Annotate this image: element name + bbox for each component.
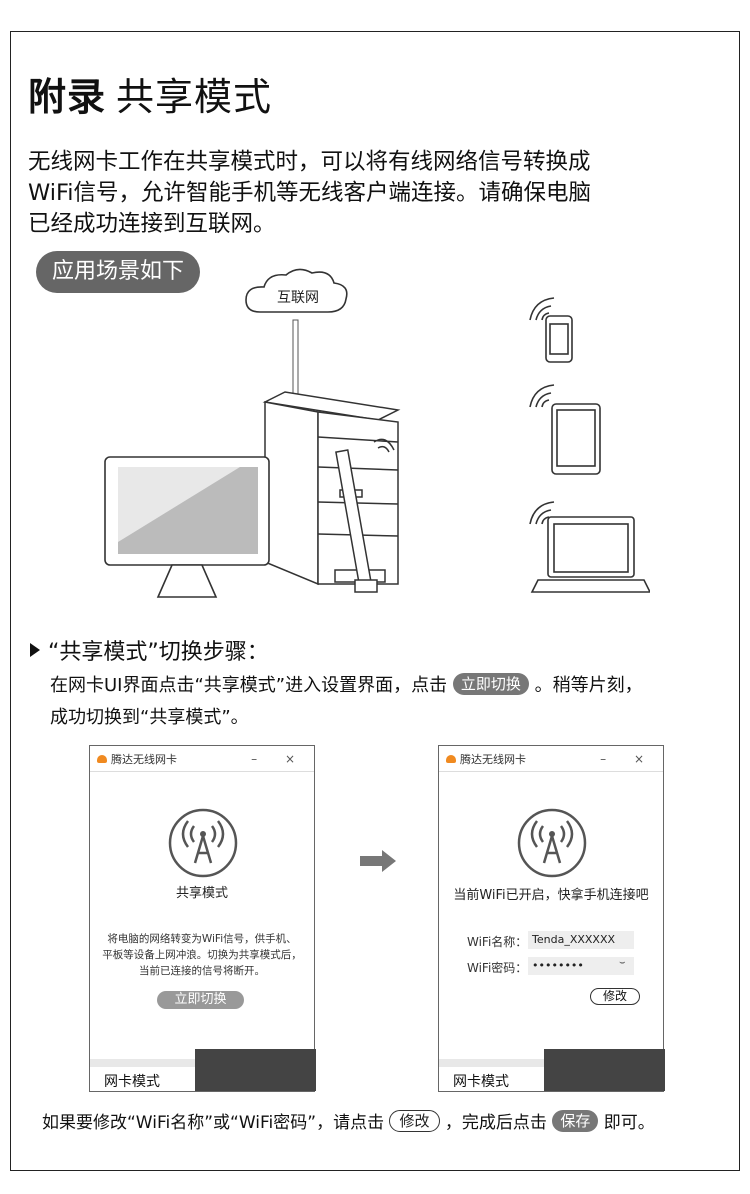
- tablet-icon: [529, 384, 601, 475]
- switch-now-button[interactable]: 立即切换: [157, 991, 244, 1009]
- window-controls[interactable]: – ×: [600, 751, 656, 766]
- switch-now-label: 立即切换: [452, 673, 529, 695]
- window-bottom-tabs: 网卡模式: [439, 1049, 665, 1091]
- page-title: 附录共享模式: [28, 66, 272, 121]
- bullet-triangle-icon: [30, 643, 40, 657]
- edit-label: 修改: [389, 1110, 440, 1132]
- internet-cloud-icon: [245, 268, 348, 313]
- share-mode-heading: 共享模式: [175, 886, 228, 901]
- tab-card-mode[interactable]: 网卡模式: [453, 1074, 509, 1090]
- window-share-enabled: 腾达无线网卡 – × 当前WiFi已开启，快拿手机连接吧 WiFi名称： Ten…: [438, 745, 665, 1092]
- title-bold: 附录: [28, 75, 107, 119]
- intro-line: WiFi信号，允许智能手机等无线客户端连接。请确保电脑: [28, 180, 592, 206]
- eye-icon[interactable]: ⌣: [619, 957, 626, 968]
- edit-button[interactable]: 修改: [590, 988, 640, 1005]
- tab-card-mode[interactable]: 网卡模式: [104, 1074, 160, 1090]
- window-share-mode: 腾达无线网卡 – × 共享模式 将电脑的网络转变为WiFi信号，供手机、 平板等…: [89, 745, 316, 1092]
- window-titlebar: 腾达无线网卡 – ×: [439, 746, 663, 772]
- intro-paragraph: 无线网卡工作在共享模式时，可以将有线网络信号转换成 WiFi信号，允许智能手机等…: [28, 147, 728, 240]
- laptop-icon: [529, 501, 650, 593]
- password-value: ••••••••: [532, 959, 584, 972]
- usb-adapter-icon: [335, 438, 395, 593]
- ssid-label: WiFi名称：: [467, 935, 528, 949]
- tab-strip: [90, 1059, 195, 1067]
- right-arrow-icon: [360, 850, 396, 872]
- scene-illustration: 互联网: [104, 268, 650, 598]
- save-label: 保存: [552, 1110, 599, 1132]
- desktop-tower-icon: [262, 391, 401, 586]
- window-title: 腾达无线网卡: [460, 752, 526, 766]
- steps-line1-pre: 在网卡UI界面点击“共享模式”进入设置界面，点击: [50, 675, 448, 696]
- steps-line1-post: 。稍等片刻，: [534, 675, 643, 696]
- intro-line: 已经成功连接到互联网。: [28, 211, 276, 237]
- steps-line2: 成功切换到“共享模式”。: [50, 707, 249, 728]
- wifi-enabled-heading: 当前WiFi已开启，快拿手机连接吧: [453, 888, 649, 903]
- window-bottom-tabs: 网卡模式: [90, 1049, 316, 1091]
- tab-share-mode[interactable]: [195, 1049, 316, 1091]
- note-line: 当前已连接的信号将断开。: [139, 965, 265, 977]
- cloud-label: 互联网: [277, 290, 319, 306]
- steps-line: 在网卡UI界面点击“共享模式”进入设置界面，点击 立即切换 。稍等片刻，: [50, 670, 643, 702]
- tenda-logo-icon: [97, 754, 107, 763]
- antenna-icon: [168, 808, 238, 878]
- footer-pre: 如果要修改“WiFi名称”或“WiFi密码”，请点击: [42, 1113, 385, 1133]
- footer-mid: ，完成后点击: [444, 1113, 547, 1133]
- monitor-icon: [104, 456, 270, 598]
- ssid-input[interactable]: Tenda_XXXXXX: [528, 931, 634, 949]
- steps-heading-text: “共享模式”切换步骤：: [48, 640, 269, 665]
- title-rest: 共享模式: [116, 75, 273, 119]
- window-controls[interactable]: – ×: [251, 751, 307, 766]
- tab-strip: [439, 1059, 544, 1067]
- steps-heading: “共享模式”切换步骤：: [30, 634, 269, 666]
- page-frame: [10, 31, 740, 1171]
- password-input[interactable]: ••••••••: [528, 957, 634, 975]
- phone-icon: [529, 297, 573, 363]
- antenna-icon: [517, 808, 587, 878]
- tab-share-mode[interactable]: [544, 1049, 665, 1091]
- footer-note: 如果要修改“WiFi名称”或“WiFi密码”，请点击 修改 ，完成后点击 保存 …: [42, 1108, 655, 1133]
- scene-badge: 应用场景如下: [36, 251, 201, 293]
- note-line: 平板等设备上网冲浪。切换为共享模式后，: [102, 949, 302, 961]
- window-titlebar: 腾达无线网卡 – ×: [90, 746, 314, 772]
- intro-line: 无线网卡工作在共享模式时，可以将有线网络信号转换成: [28, 149, 591, 175]
- footer-post: 即可。: [603, 1113, 655, 1133]
- note-line: 将电脑的网络转变为WiFi信号，供手机、: [107, 933, 297, 945]
- password-label: WiFi密码：: [467, 961, 528, 975]
- window-title: 腾达无线网卡: [111, 752, 177, 766]
- share-mode-note: 将电脑的网络转变为WiFi信号，供手机、 平板等设备上网冲浪。切换为共享模式后，…: [90, 931, 314, 979]
- steps-text: 在网卡UI界面点击“共享模式”进入设置界面，点击 立即切换 。稍等片刻， 成功切…: [50, 670, 643, 734]
- tenda-logo-icon: [446, 754, 456, 763]
